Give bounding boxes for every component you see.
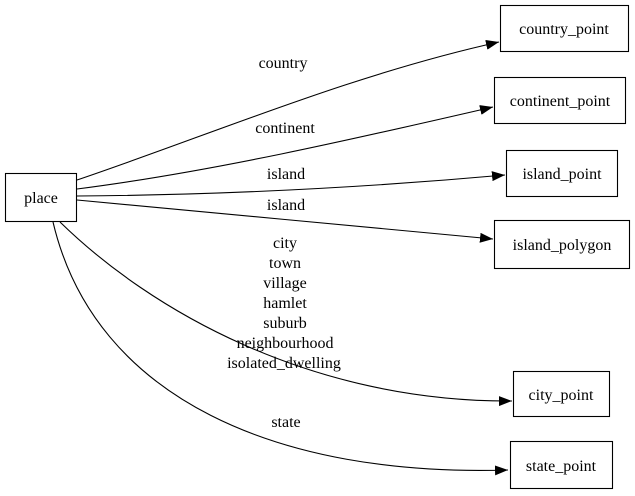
edges-group xyxy=(52,39,513,476)
node-place-box xyxy=(4,172,78,223)
node-country_point: country_point xyxy=(499,4,630,53)
edge-place-country_point xyxy=(76,39,500,181)
edge-label-state: state xyxy=(271,414,300,431)
node-island_point-label: island_point xyxy=(522,166,602,183)
edge-label-isolated-dwelling: isolated_dwelling xyxy=(227,355,341,372)
edge-place-city_point xyxy=(59,221,513,407)
node-country_point-label: country_point xyxy=(519,21,609,38)
node-city_point: city_point xyxy=(512,370,611,418)
node-city_point-box xyxy=(512,370,611,418)
node-place: place xyxy=(4,172,78,223)
node-continent_point-box xyxy=(493,76,627,125)
edge-label-island-2: island xyxy=(267,197,305,214)
node-island_polygon: island_polygon xyxy=(493,219,631,270)
node-state_point-box xyxy=(509,440,614,490)
edge-label-village: village xyxy=(263,275,307,292)
node-country_point-box xyxy=(499,4,630,53)
node-state_point: state_point xyxy=(509,440,614,490)
node-place-label: place xyxy=(24,190,58,207)
node-state_point-label: state_point xyxy=(526,458,597,475)
node-continent_point-label: continent_point xyxy=(510,93,611,110)
edge-place-island_point xyxy=(76,171,506,197)
edge-label-island-1: island xyxy=(267,166,305,183)
edge-label-city-multiline: city town village hamlet suburb neighbou… xyxy=(227,235,341,372)
node-city_point-label: city_point xyxy=(529,387,594,404)
edge-label-neighbourhood: neighbourhood xyxy=(237,335,334,352)
edge-label-country: country xyxy=(259,55,308,72)
edge-labels-group: country continent island island city tow… xyxy=(227,55,341,431)
node-island_polygon-label: island_polygon xyxy=(513,237,612,254)
node-continent_point: continent_point xyxy=(493,76,627,125)
node-island_polygon-box xyxy=(493,219,631,270)
edge-label-city: city xyxy=(273,235,297,252)
node-island_point-box xyxy=(505,149,619,198)
edge-place-state_point xyxy=(52,221,509,476)
nodes-group: place country_point continent_point isla… xyxy=(4,4,631,490)
edge-label-suburb: suburb xyxy=(263,315,307,332)
node-island_point: island_point xyxy=(505,149,619,198)
edge-place-continent_point xyxy=(76,105,494,190)
edge-label-continent: continent xyxy=(255,120,315,137)
edge-label-hamlet: hamlet xyxy=(263,295,307,312)
edge-label-town: town xyxy=(269,255,301,272)
edge-place-island_polygon xyxy=(76,199,494,243)
